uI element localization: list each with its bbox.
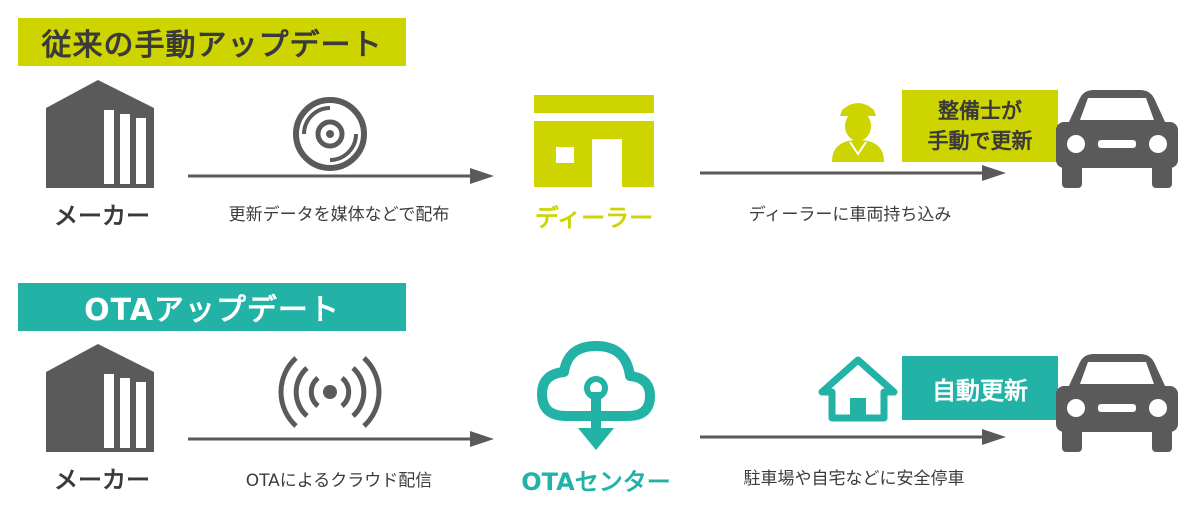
- mechanic-update-callout: 整備士が 手動で更新: [902, 90, 1058, 162]
- callout-line2: 手動で更新: [927, 129, 1033, 153]
- flow-arrow: [188, 431, 494, 447]
- cloud-distribution-label: OTAによるクラウド配信: [245, 471, 433, 491]
- wireless-signal-icon: [278, 356, 382, 428]
- building-icon: [46, 344, 154, 452]
- car-icon: [1056, 90, 1178, 188]
- dealer-label: ディーラー: [534, 204, 654, 232]
- distribution-label: 更新データを媒体などで配布: [228, 205, 450, 225]
- safe-parking-label: 駐車場や自宅などに安全停車: [743, 469, 965, 489]
- flow-arrow: [188, 168, 494, 184]
- cloud-download-icon: [537, 341, 655, 450]
- bring-in-label: ディーラーに車両持ち込み: [748, 205, 952, 225]
- car-icon: [1056, 354, 1178, 452]
- manual-update-title: 従来の手動アップデート: [18, 18, 406, 66]
- ota-update-title: OTAアップデート: [18, 283, 406, 331]
- home-icon: [818, 356, 898, 422]
- building-icon: [46, 80, 154, 188]
- cd-icon: [293, 97, 367, 171]
- flow-arrow: [700, 429, 1006, 445]
- maker-label: メーカー: [54, 466, 150, 494]
- dealer-shop-icon: [534, 95, 654, 187]
- callout-line1: 整備士が: [938, 99, 1022, 123]
- maker-label: メーカー: [54, 202, 150, 230]
- ota-center-label: OTAセンター: [521, 468, 671, 496]
- flow-arrow: [700, 165, 1006, 181]
- mechanic-icon: [832, 103, 884, 162]
- auto-update-callout: 自動更新: [902, 356, 1058, 420]
